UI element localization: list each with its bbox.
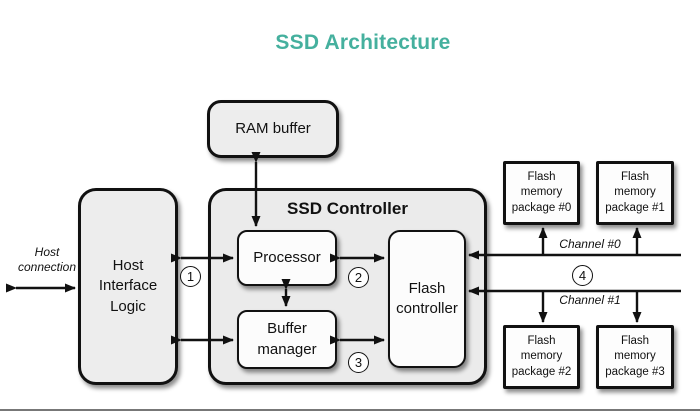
flash-package-1-node: Flash memory package #1: [596, 161, 674, 225]
flash-package-2-node: Flash memory package #2: [503, 325, 580, 389]
channel-1-label: Channel #1: [559, 293, 621, 307]
flash-package-3-node: Flash memory package #3: [596, 325, 674, 389]
buffer-manager-node: Buffer manager: [237, 310, 337, 369]
step-marker-2: 2: [348, 267, 369, 288]
step-marker-3: 3: [348, 352, 369, 373]
ram-buffer-label: RAM buffer: [235, 119, 311, 137]
host-interface-logic-node: Host Interface Logic: [78, 188, 178, 385]
host-connection-label: Host connection: [17, 245, 77, 274]
processor-node: Processor: [237, 230, 337, 286]
flash-package-0-node: Flash memory package #0: [503, 161, 580, 225]
flash-controller-node: Flash controller: [388, 230, 466, 368]
processor-label: Processor: [253, 248, 321, 266]
ram-buffer-node: RAM buffer: [207, 100, 339, 158]
step-marker-4: 4: [572, 265, 593, 286]
channel-0-label: Channel #0: [559, 237, 621, 251]
ssd-controller-label: SSD Controller: [287, 199, 408, 218]
page-title: SSD Architecture: [275, 31, 451, 54]
step-marker-1: 1: [180, 266, 201, 287]
